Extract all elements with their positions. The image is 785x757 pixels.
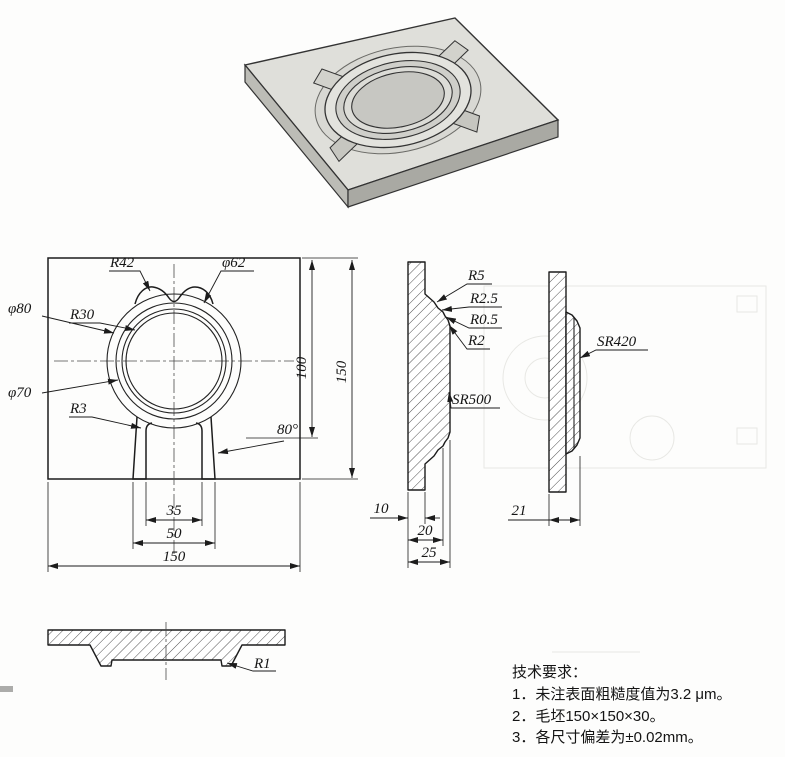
cavity-floor (351, 71, 445, 129)
phi80-circle (106, 293, 242, 429)
section-right-dimensions: 21 (508, 456, 581, 526)
label-r42: R42 (109, 255, 135, 271)
dim-25: 25 (422, 545, 438, 561)
plate-section-profile (47, 629, 286, 667)
tech-req-item-1: 1．未注表面粗糙度值为3.2 μm。 (512, 685, 732, 703)
phi62-circle (121, 308, 227, 414)
front-view: R42 φ62 φ80 R30 φ70 R3 80° 100 150 (8, 255, 358, 572)
dim-150-vertical: 150 (334, 360, 350, 383)
phi70-circle (115, 302, 233, 420)
dim-21: 21 (512, 503, 527, 519)
label-r5: R5 (467, 268, 485, 284)
tech-req-title: 技术要求： (512, 664, 588, 681)
label-phi62: φ62 (222, 255, 246, 271)
isometric-view (243, 17, 560, 209)
label-r30: R30 (69, 307, 95, 323)
label-r0-5: R0.5 (469, 312, 498, 328)
tech-req-item-3: 3．各尺寸偏差为±0.02mm。 (512, 729, 703, 747)
inner-circle (125, 312, 223, 410)
front-view-labels: R42 φ62 φ80 R30 φ70 R3 80° (8, 255, 298, 455)
bottom-section-view: R1 (47, 622, 286, 680)
section-left-dimensions: 10 20 25 (370, 440, 451, 568)
label-sr420: SR420 (597, 334, 637, 350)
section-view-right: SR420 21 (508, 271, 648, 526)
label-r3: R3 (69, 401, 87, 417)
dim-50: 50 (167, 526, 183, 542)
section-left-labels: R5 R2.5 R0.5 R2 SR500 (436, 268, 502, 409)
core-boss (565, 311, 581, 455)
dim-20: 20 (418, 523, 434, 539)
print-through-ghost (0, 285, 767, 692)
right-leg (195, 416, 216, 480)
technical-requirements: 技术要求： 1．未注表面粗糙度值为3.2 μm。 2．毛坯150×150×30。… (512, 662, 782, 749)
dim-150-horizontal: 150 (163, 549, 186, 565)
dim-100: 100 (294, 356, 310, 379)
label-r2-5: R2.5 (469, 291, 498, 307)
label-phi70: φ70 (8, 385, 32, 401)
section-view-left: R5 R2.5 R0.5 R2 SR500 10 20 25 (370, 261, 502, 568)
front-view-dimensions: 100 150 35 50 150 (47, 257, 358, 572)
section-profile (407, 261, 451, 491)
dim-35: 35 (166, 503, 183, 519)
label-r1: R1 (253, 656, 271, 672)
label-angle-80: 80° (277, 422, 298, 438)
dim-10: 10 (374, 501, 390, 517)
top-lug-humps (134, 286, 214, 305)
label-r2: R2 (467, 333, 485, 349)
label-sr500: SR500 (452, 392, 492, 408)
tech-req-item-2: 2．毛坯150×150×30。 (512, 707, 665, 725)
core-plate (548, 271, 567, 493)
left-leg (132, 416, 153, 480)
watch-case-boss (312, 40, 482, 163)
plate-right-face (347, 119, 559, 208)
label-phi80: φ80 (8, 301, 32, 317)
